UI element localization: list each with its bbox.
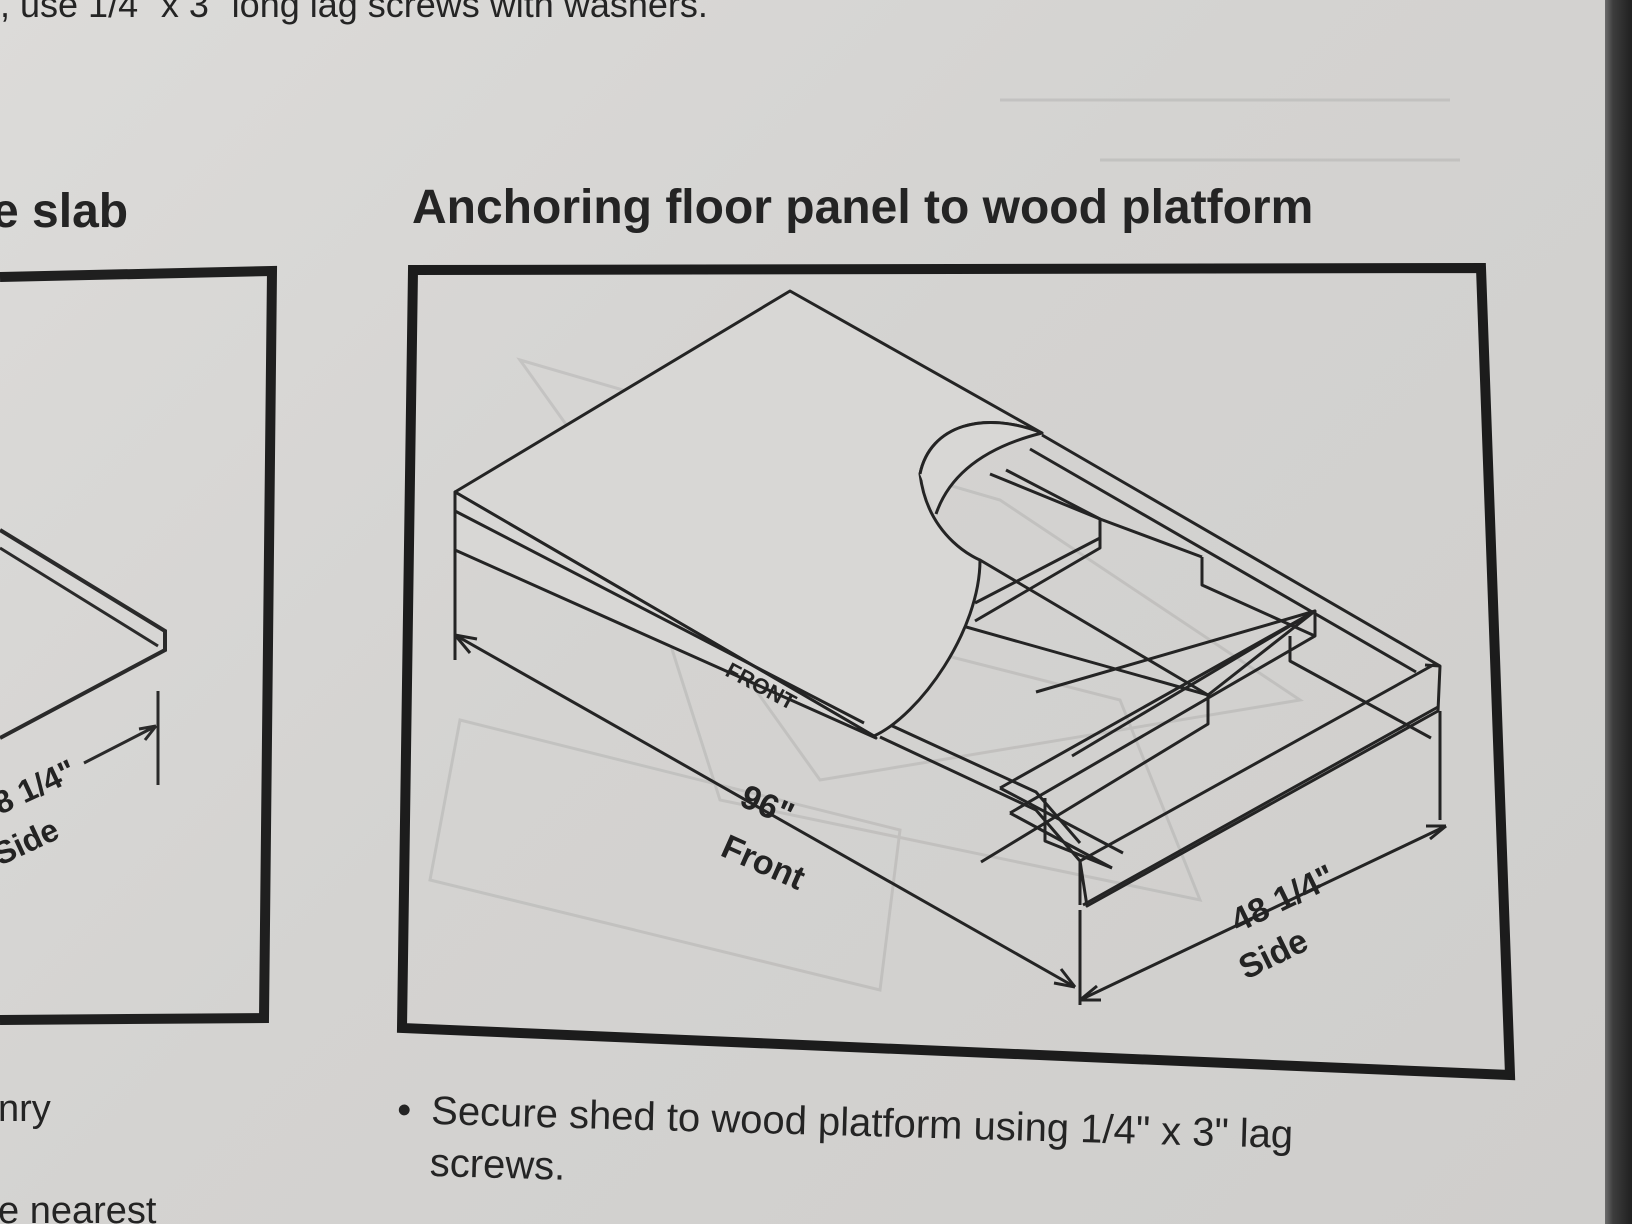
page-edge-shadow [1605,0,1632,1224]
platform-frame-illustration [874,433,1442,908]
left-dimension-label: 8 1/4" [0,752,81,821]
floor-panel-illustration [453,289,1044,740]
front-label: Front [716,828,811,898]
left-column-second-fragment: e nearest [0,1190,157,1224]
left-diagram-panel: 8 1/4" Side [0,265,278,1025]
bullet-marker: • [396,1087,412,1133]
main-diagram-panel [396,262,1516,1081]
left-column-bottom-fragment: nry [0,1088,51,1130]
page-title: Anchoring floor panel to wood platform [412,181,1314,234]
top-instruction-fragment: , use 1/4" x 3" long lag screws with was… [0,0,708,25]
dimension-lines [453,550,1447,1005]
left-side-label: Side [0,811,64,872]
left-section-title: e slab [0,185,129,238]
